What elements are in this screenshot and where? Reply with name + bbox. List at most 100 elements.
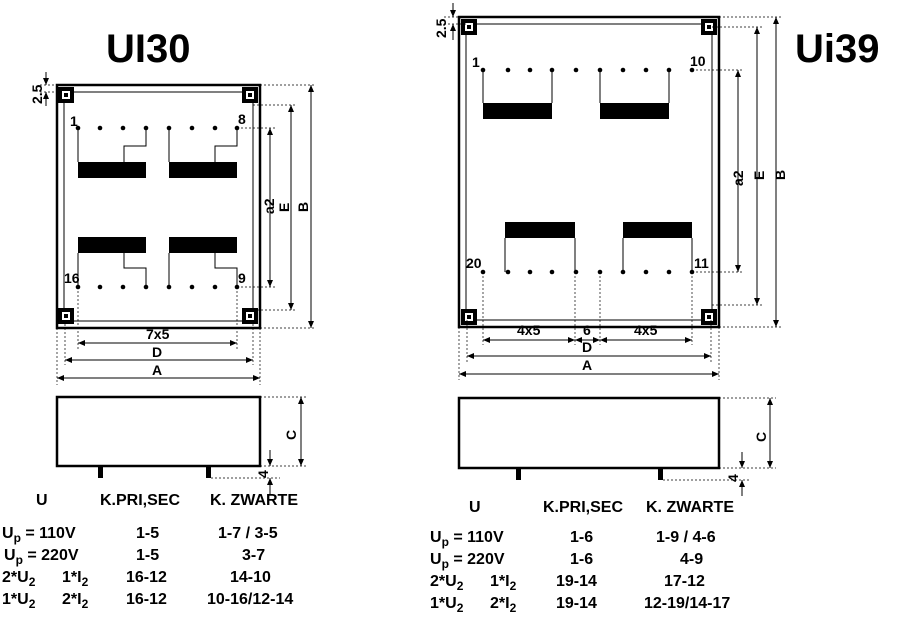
- pin-dot: [97, 284, 103, 290]
- ui30-pin-label-1: 1: [70, 113, 78, 129]
- ui39-pins: [480, 67, 695, 275]
- pin-dot: [189, 125, 195, 131]
- ui30-winding-bottom-right: [168, 237, 238, 287]
- pin-dot: [573, 269, 579, 275]
- ui39-dim-d: D: [582, 339, 592, 355]
- ui30-pins: [75, 125, 240, 290]
- ui30-dimensions: [40, 72, 316, 494]
- ui39-side-view: [457, 396, 721, 470]
- pin-dot: [527, 269, 533, 275]
- ui39-dimensions: [444, 3, 782, 496]
- ui30-dim-c: C: [283, 430, 299, 440]
- ui30-dim-d: D: [152, 344, 162, 360]
- ui30-winding-top-left: [77, 128, 147, 178]
- pin-dot: [505, 67, 511, 73]
- pin-dot: [120, 284, 126, 290]
- pin-dot: [527, 67, 533, 73]
- corner-pin: [248, 93, 252, 97]
- pin-dot: [212, 125, 218, 131]
- ui39-title: Ui39: [795, 27, 880, 71]
- ui39-dim-c: C: [753, 432, 769, 442]
- ui39-row-4-zw: 12-19/14-17: [644, 595, 730, 612]
- ui30-row-4-pri: 16-12: [126, 591, 167, 608]
- ui39-row-3-pri: 19-14: [556, 573, 597, 590]
- pin-dot: [643, 67, 649, 73]
- ui30-row-1-pri: 1-5: [136, 525, 159, 542]
- corner-pin: [248, 314, 252, 318]
- ui39-corner-blocks: [461, 19, 717, 325]
- ui30-dim-7x5: 7x5: [146, 326, 170, 342]
- ui39-dim-a: A: [582, 357, 592, 373]
- ui30-foot: [98, 466, 103, 478]
- pin-dot: [212, 284, 218, 290]
- ui39-dim-4x5-left: 4x5: [517, 322, 541, 338]
- ui39-row-3-zw: 17-12: [664, 573, 705, 590]
- ui30-drawing: UI30 1 8 16 9 2.5 7x5 D A a2 E B: [2, 27, 316, 611]
- corner-pin: [707, 315, 711, 319]
- ui39-dim-a2: a2: [730, 170, 746, 186]
- ui30-dim-4: 4: [255, 470, 271, 478]
- ui30-pin-label-8: 8: [238, 111, 246, 127]
- corner-pin: [64, 314, 68, 318]
- ui39-header-u: U: [469, 499, 481, 516]
- ui30-dim-a2: a2: [261, 198, 277, 214]
- ui39-pin-label-10: 10: [690, 53, 706, 69]
- ui30-table: U K.PRI,SEC K. ZWARTE Up = 110V 1-5 1-7 …: [2, 492, 298, 611]
- ui39-row-2-zw: 4-9: [680, 551, 703, 568]
- pin-dot: [620, 67, 626, 73]
- ui39-frame-inner: [465, 23, 713, 321]
- ui39-dim-2.5: 2.5: [433, 18, 449, 38]
- ui39-row-1-u: Up = 110V: [430, 529, 504, 549]
- pin-dot: [120, 125, 126, 131]
- ui30-foot: [206, 466, 211, 478]
- ui30-dim-2.5: 2.5: [29, 84, 45, 104]
- ui39-table: U K.PRI,SEC K. ZWARTE Up = 110V 1-6 1-9 …: [430, 499, 734, 615]
- ui30-dim-b: B: [295, 202, 311, 212]
- corner-pin: [467, 315, 471, 319]
- ui30-row-1-u: Up = 110V: [2, 525, 76, 545]
- ui39-row-4-pri: 19-14: [556, 595, 597, 612]
- ui30-side-view: [55, 395, 262, 468]
- ui30-frame-inner: [63, 91, 254, 322]
- ui30-header-pri: K.PRI,SEC: [100, 492, 180, 509]
- corner-pin: [707, 25, 711, 29]
- ui30-row-2-u: Up = 220V: [4, 547, 79, 567]
- ui39-dim-e: E: [751, 171, 767, 180]
- ui39-pin-label-1: 1: [472, 54, 480, 70]
- ui30-row-3-pri: 16-12: [126, 569, 167, 586]
- ui30-row-2-pri: 1-5: [136, 547, 159, 564]
- ui39-row-1-zw: 1-9 / 4-6: [656, 529, 716, 546]
- pin-dot: [505, 269, 511, 275]
- ui30-winding-top-right: [168, 128, 238, 178]
- pin-dot: [549, 269, 555, 275]
- ui39-row-1-pri: 1-6: [570, 529, 593, 546]
- ui39-foot: [658, 468, 663, 480]
- ui39-winding-top-left: [482, 70, 553, 119]
- ui39-dim-b: B: [772, 170, 788, 180]
- ui39-pin-label-20: 20: [466, 255, 482, 271]
- ui30-pin-label-9: 9: [238, 270, 246, 286]
- pin-dot: [97, 125, 103, 131]
- ui30-winding-bottom-left: [77, 237, 147, 287]
- corner-pin: [64, 93, 68, 97]
- ui30-header-u: U: [36, 492, 48, 509]
- ui30-row-2-zw: 3-7: [242, 547, 265, 564]
- ui30-corner-blocks: [58, 87, 258, 324]
- ui39-pin-label-11: 11: [694, 255, 709, 271]
- ui39-dim-4x5-right: 4x5: [634, 322, 658, 338]
- ui30-frame-outer: [55, 83, 262, 330]
- ui30-title: UI30: [106, 27, 191, 71]
- pin-dot: [643, 269, 649, 275]
- ui30-row-4-zw: 10-16/12-14: [207, 591, 293, 608]
- ui30-row-1-zw: 1-7 / 3-5: [218, 525, 278, 542]
- ui39-winding-bottom-left: [504, 222, 576, 272]
- ui30-pin-label-16: 16: [64, 270, 80, 286]
- ui39-row-2-pri: 1-6: [570, 551, 593, 568]
- ui39-row-2-u: Up = 220V: [430, 551, 505, 571]
- ui39-drawing: Ui39 1 10 20 11 2.5 4x5 6 4x5 D A a: [430, 3, 880, 615]
- pin-dot: [189, 284, 195, 290]
